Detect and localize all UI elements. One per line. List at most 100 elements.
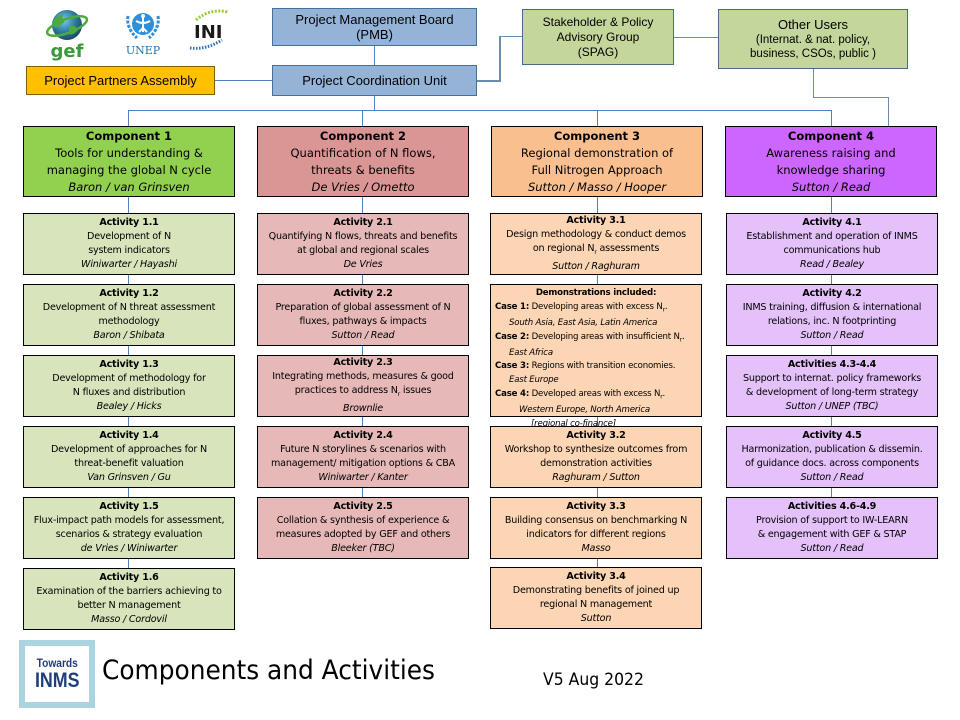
activity-desc-line: Development of N [87, 231, 171, 242]
page-title: Components and Activities [102, 655, 436, 686]
activity-leads: Sutton / Read [331, 330, 395, 341]
activity-4-1: Activity 4.1 Establishment and operation… [726, 213, 938, 275]
activity-leads: Winiwarter / Hayashi [81, 259, 177, 270]
connector-spag-users [674, 37, 719, 38]
activity-title: Activity 1.3 [99, 359, 159, 370]
logo-line-towards: Towards [36, 655, 78, 670]
case-label: Case 3: [495, 361, 530, 372]
activity-leads: Raghuram / Sutton [552, 472, 640, 483]
case-label: Case 1: [495, 301, 530, 312]
activity-leads: Read / Bealey [800, 259, 864, 270]
connector-bus-c2 [362, 110, 363, 126]
activity-desc-line: measures adopted by GEF and others [275, 529, 451, 540]
demo-case-3: Case 3: Regions with transition economie… [495, 360, 697, 374]
gef-logo: gef [42, 6, 92, 62]
activity-desc-line: Support to internat. policy frameworks [742, 373, 922, 384]
globe-icon [45, 10, 89, 40]
component-desc-line: Tools for understanding & [55, 145, 203, 160]
activity-desc-line: Demonstrating benefits of joined up [512, 585, 680, 596]
spag-line3: (SPAG) [577, 44, 619, 59]
activity-leads: de Vries / Winiwarter [80, 543, 178, 554]
activity-title: Activity 2.5 [333, 501, 393, 512]
activity-2-5: Activity 2.5 Collation & synthesis of ex… [257, 497, 469, 559]
activity-1-2: Activity 1.2 Development of N threat ass… [23, 284, 235, 346]
activity-3-3: Activity 3.3 Building consensus on bench… [490, 497, 702, 559]
activities-4-3-4-4: Activities 4.3-4.4 Support to internat. … [726, 355, 938, 417]
activity-leads: Van Grinsven / Gu [87, 472, 171, 483]
activity-desc-line: & development of long-term strategy [745, 387, 919, 398]
activities-4-6-4-9: Activities 4.6-4.9 Provision of support … [726, 497, 938, 559]
activity-leads: Brownlie [343, 402, 383, 414]
activity-title: Activity 1.5 [99, 501, 159, 512]
activity-title: Activity 2.1 [333, 217, 393, 228]
component-title: Component 3 [553, 128, 641, 143]
connector-bus-c4 [831, 110, 832, 126]
case-regions: South Asia, East Asia, Latin America [509, 317, 658, 328]
activity-3-2: Activity 3.2 Workshop to synthesize outc… [490, 426, 702, 488]
spine-c2 [362, 197, 363, 497]
component-desc-line: Quantification of N flows, [290, 145, 436, 160]
activity-desc-line: relations, inc. N footprinting [767, 316, 897, 327]
activity-title: Activity 1.1 [99, 217, 159, 228]
activity-4-2: Activity 4.2 INMS training, diffusion & … [726, 284, 938, 346]
case-text: Developed areas with excess Nr. [531, 388, 666, 401]
case-regions: East Africa [509, 347, 553, 358]
activity-title: Activity 4.1 [802, 217, 862, 228]
component-1: Component 1 Tools for understanding & ma… [23, 126, 235, 197]
towards-inms-logo-inner: Towards INMS [25, 646, 89, 702]
connector-pcu-bus [374, 96, 375, 110]
activity-title: Activities 4.6-4.9 [787, 501, 877, 512]
connector-ppa-pcu [215, 80, 272, 81]
component-title: Component 4 [787, 128, 875, 143]
activity-desc-line: regional N management [539, 599, 653, 610]
activity-leads: Sutton / UNEP (TBC) [785, 401, 879, 412]
other-users: Other Users (Internat. & nat. policy, bu… [718, 9, 908, 69]
activity-leads: Sutton [580, 613, 612, 624]
connector-bus-c1 [128, 110, 129, 126]
component-leads: De Vries / Ometto [311, 179, 415, 194]
activity-desc-line: N fluxes and distribution [72, 387, 186, 398]
activity-title: Activity 1.4 [99, 430, 159, 441]
activity-desc-line: Development of N threat assessment [42, 302, 216, 313]
activity-desc-line: Development of approaches for N [51, 444, 207, 455]
activity-2-2: Activity 2.2 Preparation of global asses… [257, 284, 469, 346]
activity-desc-line: Integrating methods, measures & good [272, 371, 454, 383]
unep-logo-text: UNEP [125, 44, 161, 57]
activity-leads: Sutton / Raghuram [552, 260, 640, 272]
activity-1-4: Activity 1.4 Development of approaches f… [23, 426, 235, 488]
activity-desc-line: Design methodology & conduct demos [506, 229, 686, 241]
component-2: Component 2 Quantification of N flows, t… [257, 126, 469, 197]
pmb-line2: (PMB) [356, 27, 393, 42]
activity-desc-line: Examination of the barriers achieving to [36, 586, 222, 597]
activity-desc-line: Provision of support to IW-LEARN [756, 515, 908, 526]
activity-desc-line: management/ mitigation options & CBA [271, 458, 455, 469]
component-desc-line: threats & benefits [311, 162, 415, 177]
demo-case-1: Case 1: Developing areas with excess Nr. [495, 301, 697, 317]
activity-desc-line: of guidance docs. across components [745, 458, 919, 469]
activity-desc-line: Development of methodology for [52, 373, 206, 384]
ini-logo: INI [184, 6, 232, 56]
activity-desc-line: system indicators [88, 245, 170, 256]
spag-line2: Advisory Group [556, 29, 640, 44]
activity-title: Activity 2.4 [333, 430, 393, 441]
demonstrations-box: Demonstrations included: Case 1: Develop… [490, 284, 702, 429]
activity-1-3: Activity 1.3 Development of methodology … [23, 355, 235, 417]
activity-leads: De Vries [343, 259, 383, 270]
activity-desc-line: Workshop to synthesize outcomes from [504, 444, 688, 455]
connector-pcu-spag-h [499, 36, 522, 37]
other-users-line2: (Internat. & nat. policy, [755, 34, 871, 46]
activity-leads: Sutton / Read [800, 330, 864, 341]
spag-line1: Stakeholder & Policy [542, 14, 654, 29]
activity-desc-line: methodology [98, 316, 160, 327]
activity-desc-line: Collation & synthesis of experience & [276, 515, 450, 526]
activity-1-6: Activity 1.6 Examination of the barriers… [23, 568, 235, 630]
component-desc-line: knowledge sharing [776, 162, 886, 177]
case-label: Case 2: [495, 331, 530, 342]
unep-emblem-icon [126, 13, 160, 40]
component-leads: Sutton / Read [791, 179, 871, 194]
activity-desc-line: Preparation of global assessment of N [275, 302, 451, 313]
connector-pcu-spag-v [499, 36, 501, 82]
component-3: Component 3 Regional demonstration of Fu… [491, 126, 703, 197]
activity-leads: Masso / Cordovil [91, 614, 167, 625]
activity-desc-line: better N management [77, 600, 181, 611]
